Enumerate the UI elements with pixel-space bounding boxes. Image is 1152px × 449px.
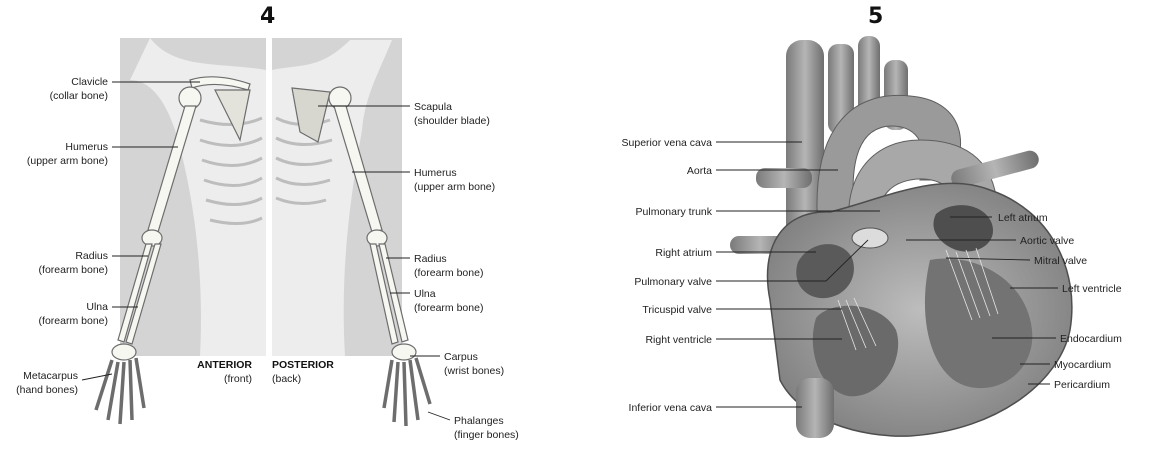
label-myocardium: Myocardium	[1054, 359, 1111, 371]
label-pulmonary-trunk: Pulmonary trunk	[636, 206, 713, 218]
label-aortic-valve: Aortic valve	[1020, 235, 1074, 247]
figure-4-right-labels: Scapula (shoulder blade) Humerus (upper …	[414, 101, 519, 441]
anterior-carpus	[112, 344, 136, 360]
label-carpus-sub: (wrist bones)	[444, 365, 504, 377]
label-superior-vena-cava: Superior vena cava	[622, 137, 713, 149]
label-humerus-posterior-sub: (upper arm bone)	[414, 181, 495, 193]
label-scapula-sub: (shoulder blade)	[414, 115, 490, 127]
label-left-ventricle: Left ventricle	[1062, 283, 1122, 295]
arm-bones-illustration: Clavicle (collar bone) Humerus (upper ar…	[0, 0, 560, 444]
label-inferior-vena-cava: Inferior vena cava	[629, 402, 713, 414]
label-ulna-posterior: Ulna	[414, 288, 436, 300]
label-metacarpus: Metacarpus	[23, 370, 78, 382]
label-ulna-anterior: Ulna	[86, 301, 108, 313]
posterior-carpus	[392, 344, 416, 360]
anterior-hand-bones	[96, 358, 144, 424]
figure-5-number: 5	[868, 4, 883, 29]
label-humerus-anterior: Humerus	[65, 141, 108, 153]
pulmonary-valve-ring	[852, 228, 888, 248]
label-humerus-anterior-sub: (upper arm bone)	[27, 155, 108, 167]
posterior-hand-bones	[384, 358, 430, 426]
label-clavicle: Clavicle	[71, 76, 108, 88]
label-scapula: Scapula	[414, 101, 452, 113]
label-metacarpus-sub: (hand bones)	[16, 384, 78, 396]
label-phalanges: Phalanges	[454, 415, 504, 427]
figure-4-skeleton-arm: 4	[0, 0, 560, 444]
figure-4-number: 4	[260, 4, 275, 29]
right-pulmonary-artery	[756, 168, 812, 188]
label-pericardium: Pericardium	[1054, 379, 1110, 391]
label-phalanges-sub: (finger bones)	[454, 429, 519, 441]
label-radius-posterior: Radius	[414, 253, 447, 265]
label-pulmonary-valve: Pulmonary valve	[634, 276, 712, 288]
label-endocardium: Endocardium	[1060, 333, 1122, 345]
figure-5-left-labels: Superior vena cava Aorta Pulmonary trunk…	[622, 137, 713, 414]
label-posterior-sub: (back)	[272, 373, 301, 385]
label-right-ventricle: Right ventricle	[645, 334, 712, 346]
label-ulna-posterior-sub: (forearm bone)	[414, 302, 483, 314]
label-aorta: Aorta	[687, 165, 712, 177]
figure-5-heart: 5	[580, 0, 1152, 444]
label-radius-anterior-sub: (forearm bone)	[39, 264, 108, 276]
label-posterior: POSTERIOR	[272, 359, 334, 371]
label-humerus-posterior: Humerus	[414, 167, 457, 179]
inferior-vena-cava-shape	[796, 378, 834, 438]
label-radius-anterior: Radius	[75, 250, 108, 262]
label-mitral-valve: Mitral valve	[1034, 255, 1087, 267]
label-clavicle-sub: (collar bone)	[50, 90, 108, 102]
label-ulna-anterior-sub: (forearm bone)	[39, 315, 108, 327]
heart-illustration: Superior vena cava Aorta Pulmonary trunk…	[580, 0, 1152, 444]
label-left-atrium: Left atrium	[998, 212, 1048, 224]
label-carpus: Carpus	[444, 351, 478, 363]
label-anterior-sub: (front)	[224, 373, 252, 385]
label-right-atrium: Right atrium	[655, 247, 712, 259]
figure-4-left-labels: Clavicle (collar bone) Humerus (upper ar…	[16, 76, 108, 396]
label-radius-posterior-sub: (forearm bone)	[414, 267, 483, 279]
label-tricuspid-valve: Tricuspid valve	[642, 304, 712, 316]
label-anterior: ANTERIOR	[197, 359, 252, 371]
